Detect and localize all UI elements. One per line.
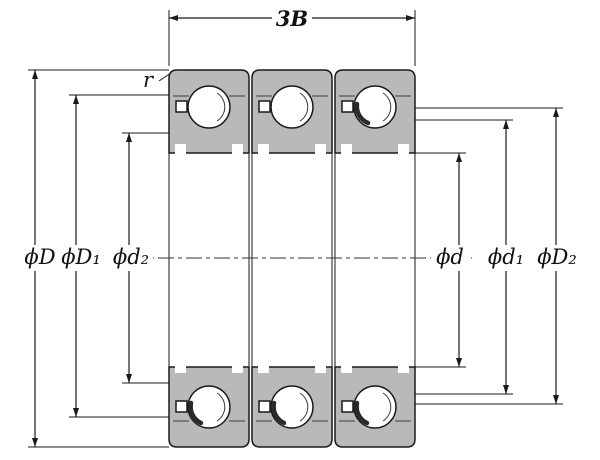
dimension-phi-d: ϕd xyxy=(415,152,471,368)
bearing-unit-bottom-2 xyxy=(252,361,332,447)
dimension-phi-D1: ϕD₁ xyxy=(58,94,169,418)
cage-mark-top-3 xyxy=(354,101,371,126)
bearing-unit-top-1 xyxy=(168,69,250,157)
bearing-body xyxy=(168,69,416,447)
bearing-unit-top-3 xyxy=(334,69,416,157)
label-r: r xyxy=(143,68,155,92)
dimension-3B: 3B xyxy=(168,6,416,66)
dimension-phi-d1: ϕd₁ xyxy=(415,119,528,395)
dimension-r: r xyxy=(143,68,172,92)
label-3B: 3B xyxy=(276,6,308,31)
ring-faces xyxy=(168,153,416,367)
dimension-phi-D: ϕD xyxy=(19,69,169,448)
label-phi-D1: ϕD₁ xyxy=(61,245,101,269)
bearing-unit-top-2 xyxy=(251,69,333,157)
label-phi-d2: ϕd₂ xyxy=(113,245,149,269)
bearing-unit-bottom-1 xyxy=(169,361,249,447)
label-phi-d: ϕd xyxy=(436,245,464,269)
label-phi-D2: ϕD₂ xyxy=(537,245,577,269)
bearing-unit-bottom-3 xyxy=(335,361,415,447)
dimension-phi-d2: ϕd₂ xyxy=(109,132,169,384)
label-phi-d1: ϕd₁ xyxy=(488,245,524,269)
label-phi-D: ϕD xyxy=(24,245,55,269)
dimension-phi-D2: ϕD₂ xyxy=(415,107,580,405)
